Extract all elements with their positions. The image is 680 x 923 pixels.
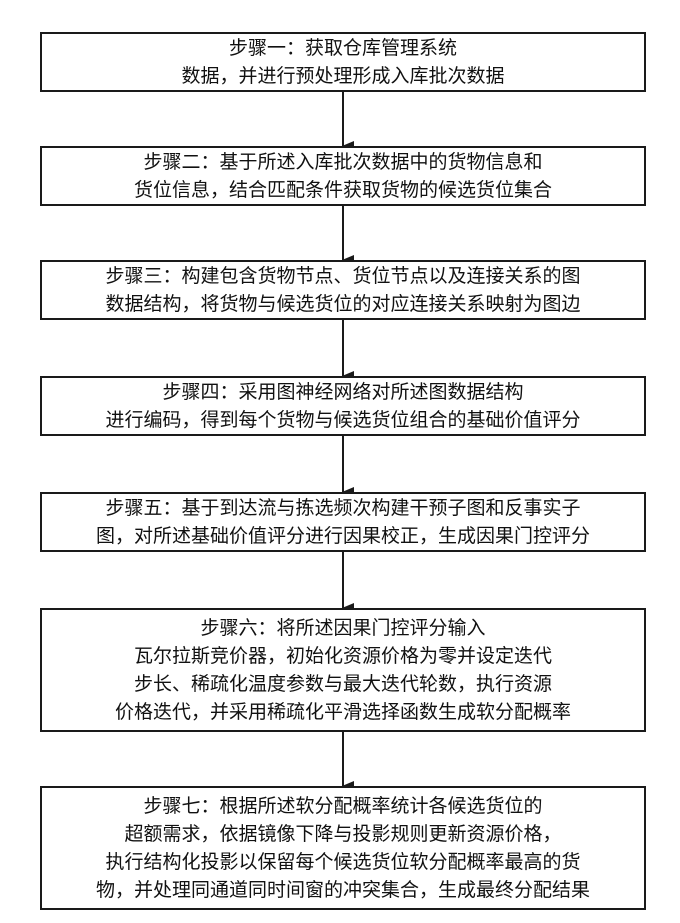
step-3-line-2: 数据结构，将货物与候选货位的对应连接关系映射为图边 xyxy=(105,290,580,318)
step-7-line-3: 执行结构化投影以保留每个候选货位软分配概率最高的货 xyxy=(105,848,580,876)
step-1-line-1: 步骤一：获取仓库管理系统 xyxy=(229,34,457,62)
step-1-line-2: 数据，并进行预处理形成入库批次数据 xyxy=(181,62,504,90)
step-6-line-3: 步长、稀疏化温度参数与最大迭代轮数，执行资源 xyxy=(134,670,552,698)
step-4-box: 步骤四：采用图神经网络对所述图数据结构 进行编码，得到每个货物与候选货位组合的基… xyxy=(40,376,646,436)
step-6-line-1: 步骤六：将所述因果门控评分输入 xyxy=(200,614,485,642)
step-2-line-2: 货位信息，结合匹配条件获取货物的候选货位集合 xyxy=(134,176,552,204)
step-1-box: 步骤一：获取仓库管理系统 数据，并进行预处理形成入库批次数据 xyxy=(40,32,646,92)
step-7-line-4: 物，并处理同通道同时间窗的冲突集合，生成最终分配结果 xyxy=(96,876,590,904)
step-2-box: 步骤二：基于所述入库批次数据中的货物信息和 货位信息，结合匹配条件获取货物的候选… xyxy=(40,146,646,206)
step-2-line-1: 步骤二：基于所述入库批次数据中的货物信息和 xyxy=(143,148,542,176)
step-6-box: 步骤六：将所述因果门控评分输入 瓦尔拉斯竞价器，初始化资源价格为零并设定迭代 步… xyxy=(40,608,646,732)
step-5-line-1: 步骤五：基于到达流与拣选频次构建干预子图和反事实子 xyxy=(105,494,580,522)
step-5-line-2: 图，对所述基础价值评分进行因果校正，生成因果门控评分 xyxy=(96,522,590,550)
step-3-box: 步骤三：构建包含货物节点、货位节点以及连接关系的图 数据结构，将货物与候选货位的… xyxy=(40,260,646,320)
step-6-line-4: 价格迭代，并采用稀疏化平滑选择函数生成软分配概率 xyxy=(115,698,571,726)
step-7-box: 步骤七：根据所述软分配概率统计各候选货位的 超额需求，依据镜像下降与投影规则更新… xyxy=(40,786,646,910)
step-7-line-2: 超额需求，依据镜像下降与投影规则更新资源价格， xyxy=(124,820,561,848)
step-4-line-1: 步骤四：采用图神经网络对所述图数据结构 xyxy=(162,378,523,406)
step-7-line-1: 步骤七：根据所述软分配概率统计各候选货位的 xyxy=(143,792,542,820)
step-6-line-2: 瓦尔拉斯竞价器，初始化资源价格为零并设定迭代 xyxy=(134,642,552,670)
step-5-box: 步骤五：基于到达流与拣选频次构建干预子图和反事实子 图，对所述基础价值评分进行因… xyxy=(40,492,646,552)
step-4-line-2: 进行编码，得到每个货物与候选货位组合的基础价值评分 xyxy=(105,406,580,434)
step-3-line-1: 步骤三：构建包含货物节点、货位节点以及连接关系的图 xyxy=(105,262,580,290)
